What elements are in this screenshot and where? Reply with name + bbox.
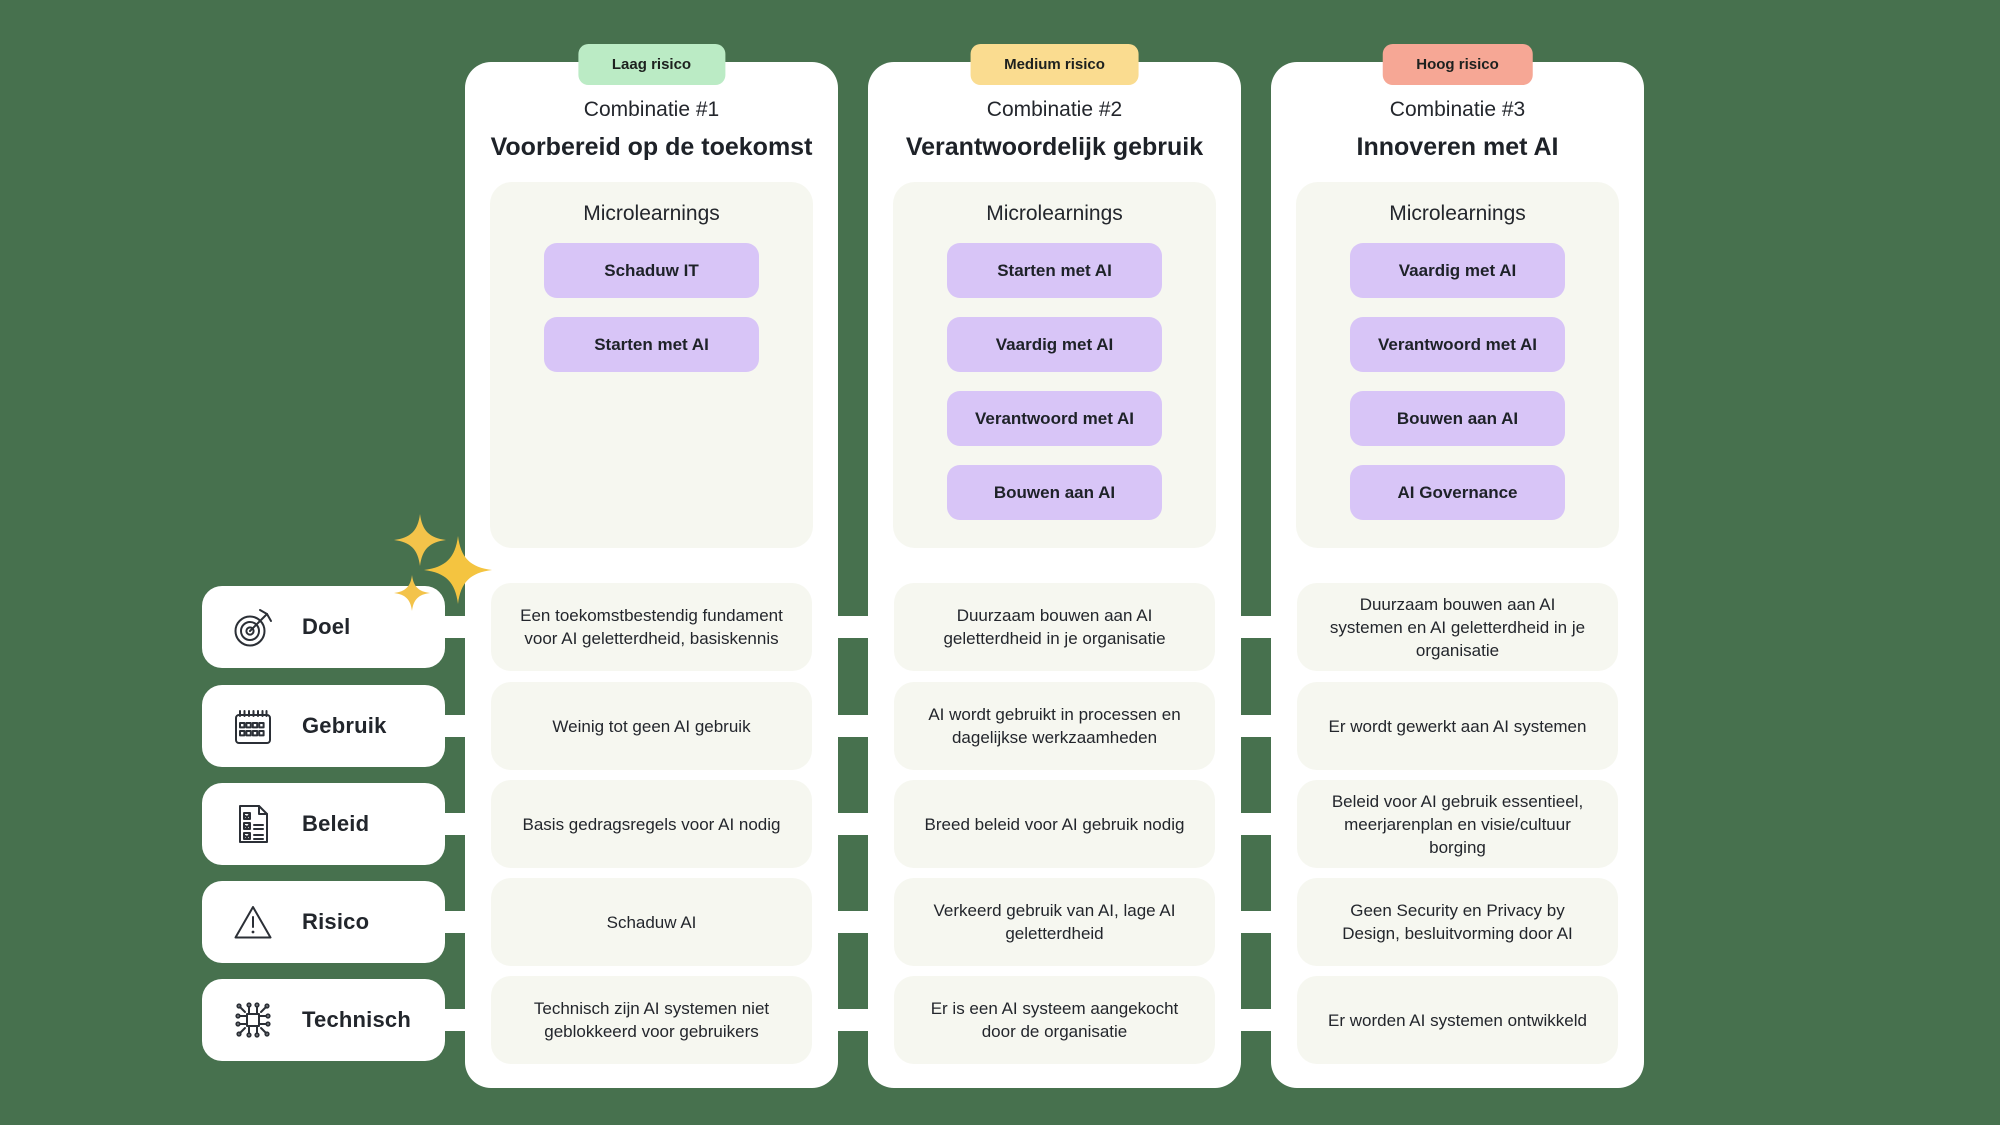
- connector: [836, 911, 870, 933]
- row-cell-doel: Duurzaam bouwen aan AI geletterdheid in …: [894, 583, 1215, 671]
- row-cell-gebruik: Weinig tot geen AI gebruik: [491, 682, 812, 770]
- microlearning-pill: Bouwen aan AI: [947, 465, 1162, 520]
- sparkle-icon: [394, 575, 430, 611]
- sidebar-item-risico: Risico: [202, 881, 445, 963]
- microlearnings-heading: Microlearnings: [1389, 202, 1526, 225]
- sidebar-item-beleid: Beleid: [202, 783, 445, 865]
- microlearnings-list: Schaduw IT Starten met AI: [490, 243, 813, 372]
- combination-title: Verantwoordelijk gebruik: [905, 133, 1204, 161]
- sidebar-item-label: Doel: [302, 614, 351, 639]
- microlearnings-panel: Microlearnings Schaduw IT Starten met AI: [490, 182, 813, 548]
- connector: [1239, 715, 1273, 737]
- connector: [1239, 1009, 1273, 1031]
- connector: [443, 616, 467, 638]
- connector: [443, 715, 467, 737]
- sidebar-item-doel: Doel: [202, 586, 445, 668]
- microlearnings-list: Starten met AI Vaardig met AI Verantwoor…: [893, 243, 1216, 520]
- connector: [443, 1009, 467, 1031]
- microlearning-pill: Verantwoord met AI: [947, 391, 1162, 446]
- row-cell-risico: Verkeerd gebruik van AI, lage AI gelette…: [894, 878, 1215, 966]
- connector: [836, 813, 870, 835]
- microlearning-pill: Vaardig met AI: [1350, 243, 1565, 298]
- combination-card-1: Laag risico Combinatie #1 Voorbereid op …: [465, 44, 838, 1088]
- row-cell-technisch: Er is een AI systeem aangekocht door de …: [894, 976, 1215, 1064]
- risk-badge-medium: Medium risico: [970, 44, 1139, 85]
- row-cell-beleid: Beleid voor AI gebruik essentieel, meerj…: [1297, 780, 1618, 868]
- connector: [836, 616, 870, 638]
- row-cell-doel: Duurzaam bouwen aan AI systemen en AI ge…: [1297, 583, 1618, 671]
- microlearning-pill: Schaduw IT: [544, 243, 759, 298]
- connector: [443, 813, 467, 835]
- combination-card-3: Hoog risico Combinatie #3 Innoveren met …: [1271, 44, 1644, 1088]
- sidebar-item-label: Beleid: [302, 811, 370, 836]
- microlearning-pill: Starten met AI: [947, 243, 1162, 298]
- row-cell-beleid: Basis gedragsregels voor AI nodig: [491, 780, 812, 868]
- microlearning-pill: AI Governance: [1350, 465, 1565, 520]
- calendar-icon: [230, 703, 276, 749]
- sidebar-item-label: Risico: [302, 909, 370, 934]
- row-cell-risico: Schaduw AI: [491, 878, 812, 966]
- microlearnings-heading: Microlearnings: [986, 202, 1123, 225]
- risk-badge-laag: Laag risico: [577, 44, 726, 85]
- connector: [836, 715, 870, 737]
- microlearning-pill: Vaardig met AI: [947, 317, 1162, 372]
- risk-badge-hoog: Hoog risico: [1382, 44, 1533, 85]
- combination-title: Innoveren met AI: [1356, 133, 1559, 161]
- row-cell-technisch: Er worden AI systemen ontwikkeld: [1297, 976, 1618, 1064]
- combination-kicker: Combinatie #2: [986, 98, 1123, 121]
- microlearnings-panel: Microlearnings Starten met AI Vaardig me…: [893, 182, 1216, 548]
- warning-icon: [230, 899, 276, 945]
- microlearnings-list: Vaardig met AI Verantwoord met AI Bouwen…: [1296, 243, 1619, 520]
- combination-kicker: Combinatie #3: [1389, 98, 1526, 121]
- connector: [836, 1009, 870, 1031]
- sparkle-icon: [424, 536, 492, 604]
- checklist-icon: [230, 801, 276, 847]
- microlearning-pill: Verantwoord met AI: [1350, 317, 1565, 372]
- target-icon: [230, 604, 276, 650]
- row-cell-beleid: Breed beleid voor AI gebruik nodig: [894, 780, 1215, 868]
- row-cell-gebruik: Er wordt gewerkt aan AI systemen: [1297, 682, 1618, 770]
- microlearnings-heading: Microlearnings: [583, 202, 720, 225]
- sidebar-item-gebruik: Gebruik: [202, 685, 445, 767]
- sparkle-icon: [394, 514, 446, 566]
- microlearnings-panel: Microlearnings Vaardig met AI Verantwoor…: [1296, 182, 1619, 548]
- microlearning-pill: Starten met AI: [544, 317, 759, 372]
- sidebar-item-label: Gebruik: [302, 713, 387, 738]
- row-cell-technisch: Technisch zijn AI systemen niet geblokke…: [491, 976, 812, 1064]
- connector: [1239, 616, 1273, 638]
- circuit-icon: [230, 997, 276, 1043]
- row-cell-gebruik: AI wordt gebruikt in processen en dageli…: [894, 682, 1215, 770]
- connector: [1239, 911, 1273, 933]
- connector: [1239, 813, 1273, 835]
- row-cell-doel: Een toekomstbestendig fundament voor AI …: [491, 583, 812, 671]
- combination-title: Voorbereid op de toekomst: [490, 133, 813, 161]
- sidebar-item-label: Technisch: [302, 1007, 411, 1032]
- microlearning-pill: Bouwen aan AI: [1350, 391, 1565, 446]
- combination-kicker: Combinatie #1: [583, 98, 720, 121]
- row-cell-risico: Geen Security en Privacy by Design, besl…: [1297, 878, 1618, 966]
- connector: [443, 911, 467, 933]
- sidebar-item-technisch: Technisch: [202, 979, 445, 1061]
- combination-card-2: Medium risico Combinatie #2 Verantwoorde…: [868, 44, 1241, 1088]
